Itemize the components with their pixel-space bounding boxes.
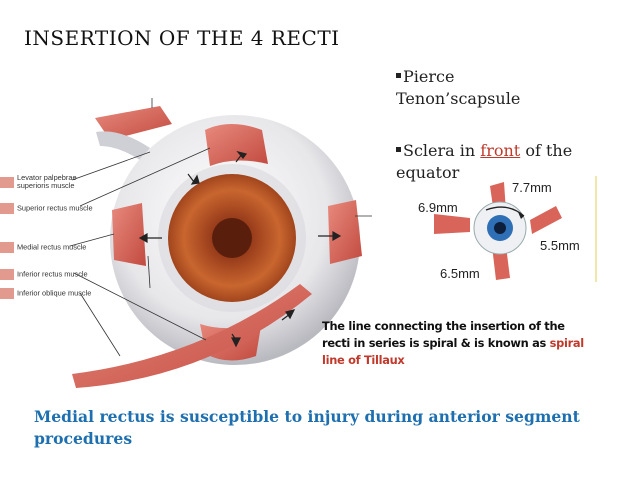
lateral-rectus bbox=[328, 200, 362, 264]
diagram-medial-arm bbox=[434, 214, 470, 234]
label-medial-rectus: Medial rectus muscle bbox=[0, 242, 86, 256]
label-swatch bbox=[0, 269, 14, 280]
eye-illustration bbox=[69, 98, 372, 388]
label-swatch bbox=[0, 203, 14, 214]
diagram-pupil bbox=[494, 222, 506, 234]
front-highlight: front bbox=[480, 141, 521, 160]
tillaux-text: The line connecting the insertion of the… bbox=[322, 319, 585, 367]
bullet-square-icon bbox=[396, 147, 401, 152]
slide-title: INSERTION OF THE 4 RECTI bbox=[24, 26, 340, 50]
medial-rectus bbox=[112, 203, 146, 266]
label-swatch bbox=[0, 288, 14, 299]
diagram-lateral-arm bbox=[530, 206, 562, 234]
insertion-diagram bbox=[434, 176, 597, 282]
bullet-sclera: Sclera in front of the equator bbox=[396, 141, 573, 182]
tillaux-highlight: line of Tillaux bbox=[322, 353, 405, 367]
bullet-square-icon bbox=[396, 73, 401, 78]
measure-superior: 7.7mm bbox=[512, 180, 552, 195]
measure-medial: 6.9mm bbox=[418, 200, 458, 215]
levator-tendon bbox=[96, 131, 150, 160]
footer-note: Medial rectus is susceptible to injury d… bbox=[34, 407, 580, 448]
label-inferior-oblique: Inferior oblique muscle bbox=[0, 288, 91, 302]
label-superior-rectus: Superior rectus muscle bbox=[0, 203, 93, 217]
inferior-oblique bbox=[72, 284, 312, 388]
label-swatch bbox=[0, 176, 14, 188]
label-inferior-rectus: Inferior rectus muscle bbox=[0, 269, 88, 283]
pupil bbox=[212, 218, 252, 258]
diagram-inferior-arm bbox=[492, 246, 510, 280]
measure-inferior: 6.5mm bbox=[440, 266, 480, 281]
superior-rectus bbox=[205, 124, 268, 166]
measure-lateral: 5.5mm bbox=[540, 238, 580, 253]
spiral-highlight: spiral bbox=[549, 336, 585, 350]
bullet-pierce: Pierce Tenon’scapsule bbox=[396, 67, 521, 108]
label-swatch bbox=[0, 242, 14, 253]
levator-muscle bbox=[95, 106, 172, 140]
